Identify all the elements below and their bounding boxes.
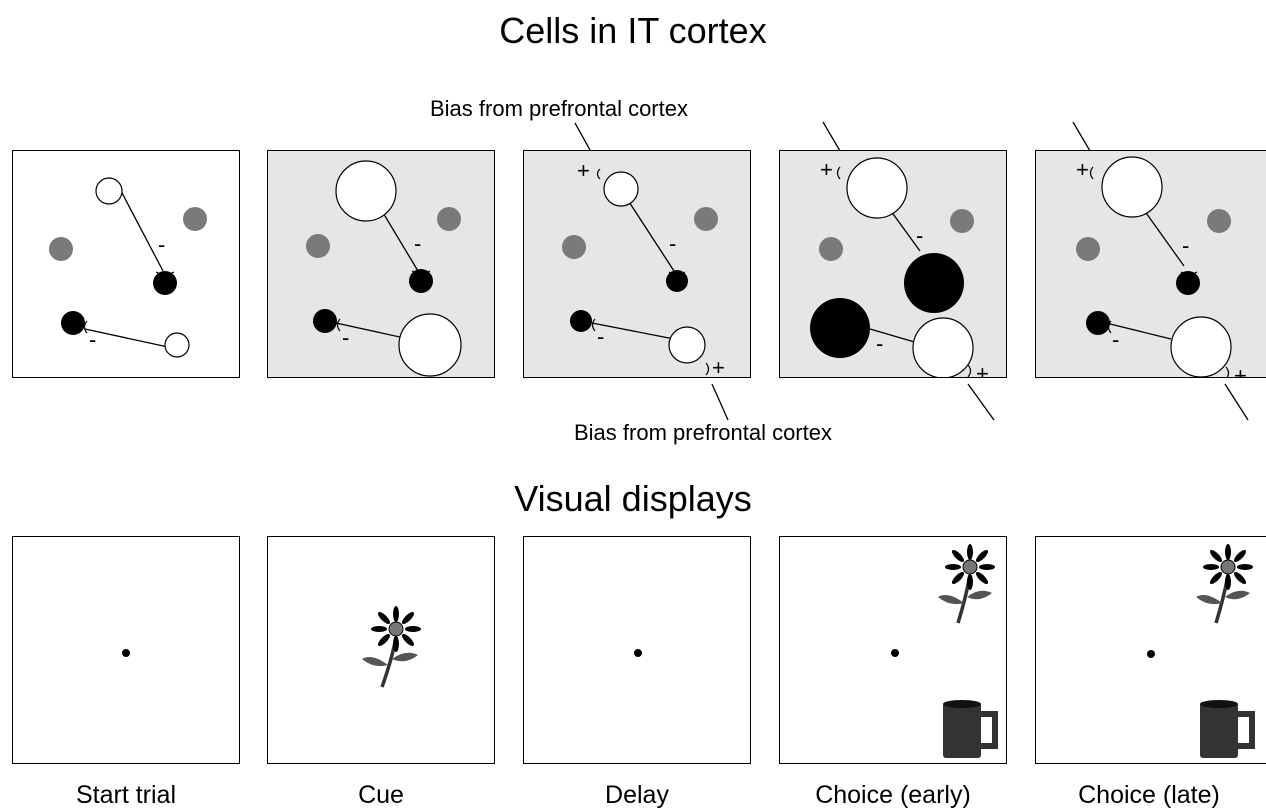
distractor-cell [666, 270, 688, 292]
distractor-cell [1086, 311, 1110, 335]
inhibition-link [591, 322, 675, 340]
minus-sign: - [342, 325, 349, 350]
target-cell [1101, 156, 1163, 218]
fixation-point-icon [891, 649, 899, 657]
caption-choice-late: Choice (late) [1078, 781, 1220, 809]
bias-label-bottom: Bias from prefrontal cortex [574, 420, 832, 445]
display-panel-choice-late [1035, 536, 1266, 764]
cup-icon [943, 700, 998, 758]
plus-sign: + [577, 158, 590, 183]
distractor-cell [570, 310, 592, 332]
other-cell [183, 207, 207, 231]
plus-sign: + [712, 355, 725, 378]
other-cell [437, 207, 461, 231]
distractor-cell [810, 298, 870, 358]
inhibition-link [120, 190, 164, 272]
inhibition-link [84, 328, 169, 348]
fixation-point-icon [1147, 650, 1155, 658]
minus-sign: - [414, 231, 421, 256]
minus-sign: - [1182, 233, 1189, 258]
target-cell [603, 171, 639, 207]
other-cell [950, 209, 974, 233]
flower-icon [1196, 544, 1253, 624]
cell-panel-choice-early: - - + + [779, 150, 1007, 378]
display-panel-start-trial [12, 536, 240, 764]
cell-panel-delay: - - + + [523, 150, 751, 378]
minus-sign: - [876, 331, 883, 356]
cup-icon [1200, 700, 1255, 758]
caption-delay: Delay [605, 781, 669, 809]
other-cell [1207, 209, 1231, 233]
minus-sign: - [916, 223, 923, 248]
minus-sign: - [1112, 327, 1119, 352]
caption-choice-early: Choice (early) [815, 781, 971, 809]
caption-start-trial: Start trial [75, 781, 177, 809]
target-cell [335, 160, 397, 222]
plus-sign: + [976, 361, 989, 378]
other-cell [1076, 237, 1100, 261]
caption-cue: Cue [358, 781, 404, 809]
other-cell [306, 234, 330, 258]
minus-sign: - [158, 232, 165, 257]
distractor-cell [61, 311, 85, 335]
display-panel-choice-early [779, 536, 1007, 764]
inhibition-link [869, 328, 919, 344]
target-cell [95, 177, 123, 205]
minus-sign: - [669, 231, 676, 256]
plus-sign: + [1076, 157, 1089, 182]
fixation-point-icon [634, 649, 642, 657]
distractor-cell [1176, 271, 1200, 295]
plus-sign: + [820, 157, 833, 182]
target-cell [164, 332, 190, 358]
distractor-cell [409, 269, 433, 293]
cell-panel-start-trial: - - [12, 150, 240, 378]
display-panel-delay [523, 536, 751, 764]
plus-sign: + [1234, 363, 1247, 378]
target-cell [912, 317, 974, 377]
flower-icon [938, 544, 995, 624]
minus-sign: - [89, 327, 96, 352]
display-panel-cue [267, 536, 495, 764]
inhibition-link [1105, 322, 1172, 340]
bias-line [711, 383, 729, 421]
target-cell [668, 326, 706, 364]
cell-panel-choice-late: - - + + [1035, 150, 1266, 378]
distractor-cell [153, 271, 177, 295]
other-cell [49, 237, 73, 261]
distractor-cell [313, 309, 337, 333]
distractor-cell [904, 253, 964, 313]
target-cell [1170, 316, 1232, 377]
cell-panel-cue: - - [267, 150, 495, 378]
minus-sign: - [597, 324, 604, 349]
target-cell [398, 313, 462, 377]
bias-label-top: Bias from prefrontal cortex [430, 96, 688, 121]
flower-icon [362, 606, 421, 688]
bias-line [967, 383, 995, 421]
fixation-point-icon [122, 649, 130, 657]
target-cell [846, 157, 908, 219]
other-cell [562, 235, 586, 259]
other-cell [819, 237, 843, 261]
other-cell [694, 207, 718, 231]
cells-title: Cells in IT cortex [499, 10, 767, 51]
inhibition-link [621, 190, 675, 272]
bias-line [1224, 383, 1249, 421]
displays-title: Visual displays [514, 478, 752, 519]
